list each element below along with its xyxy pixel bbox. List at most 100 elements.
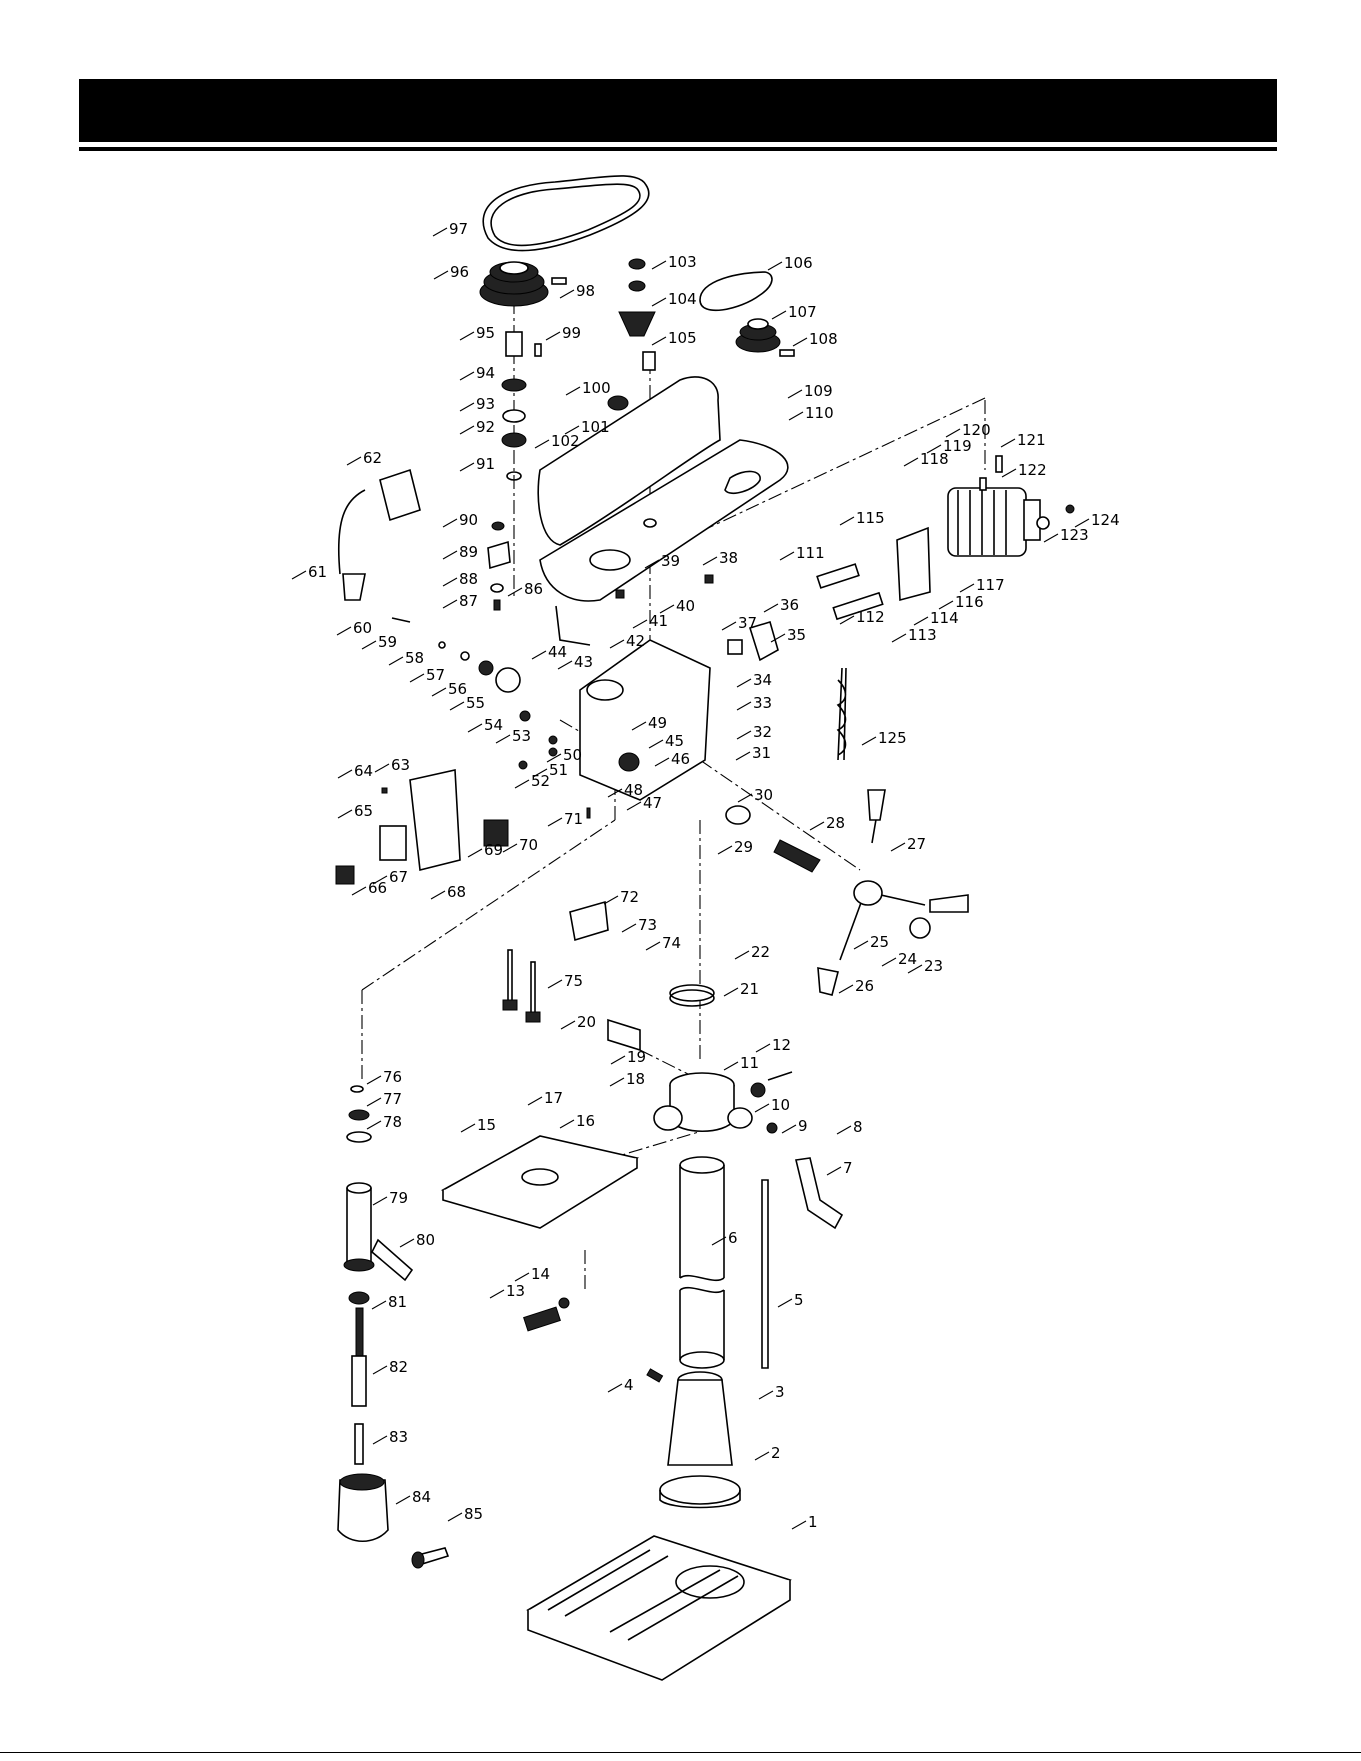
leader-line-49 bbox=[631, 721, 647, 731]
column-6 bbox=[679, 1156, 725, 1369]
part-label-107: 107 bbox=[788, 303, 817, 321]
leader-line-11 bbox=[723, 1061, 739, 1071]
leader-line-109 bbox=[787, 389, 803, 399]
leader-line-10 bbox=[754, 1103, 770, 1113]
part-label-29: 29 bbox=[734, 838, 753, 856]
leader-line-20 bbox=[560, 1020, 576, 1030]
leader-line-75 bbox=[547, 979, 563, 989]
belt-cover-86 bbox=[537, 376, 789, 602]
leader-line-32 bbox=[736, 730, 752, 740]
part-label-55: 55 bbox=[466, 694, 485, 712]
leader-line-24 bbox=[881, 957, 897, 967]
part-label-120: 120 bbox=[962, 421, 991, 439]
part-label-82: 82 bbox=[389, 1358, 408, 1376]
part-label-3: 3 bbox=[775, 1383, 785, 1401]
leader-line-89 bbox=[442, 550, 458, 560]
part-label-91: 91 bbox=[476, 455, 495, 473]
leader-line-76 bbox=[366, 1075, 382, 1085]
leader-line-25 bbox=[853, 940, 869, 950]
part-label-59: 59 bbox=[378, 633, 397, 651]
part-label-10: 10 bbox=[771, 1096, 790, 1114]
leader-line-22 bbox=[734, 950, 750, 960]
leader-line-79 bbox=[372, 1196, 388, 1206]
leader-line-61 bbox=[291, 570, 307, 580]
part-label-95: 95 bbox=[476, 324, 495, 342]
header-rule bbox=[79, 147, 1277, 151]
part-label-12: 12 bbox=[772, 1036, 791, 1054]
column-support-2 bbox=[659, 1371, 741, 1509]
part-label-38: 38 bbox=[719, 549, 738, 567]
leader-line-14 bbox=[514, 1272, 530, 1282]
drill-chuck-84 bbox=[337, 1473, 389, 1542]
leader-line-121 bbox=[1000, 438, 1016, 448]
leader-line-6 bbox=[711, 1236, 727, 1246]
part-label-63: 63 bbox=[391, 756, 410, 774]
part-label-32: 32 bbox=[753, 723, 772, 741]
leader-line-50 bbox=[546, 753, 562, 763]
leader-line-5 bbox=[777, 1298, 793, 1308]
leader-line-58 bbox=[388, 656, 404, 666]
leader-line-40 bbox=[659, 604, 675, 614]
part-label-52: 52 bbox=[531, 772, 550, 790]
leader-line-97 bbox=[432, 227, 448, 237]
part-label-49: 49 bbox=[648, 714, 667, 732]
leader-line-21 bbox=[723, 987, 739, 997]
part-label-16: 16 bbox=[576, 1112, 595, 1130]
leader-line-43 bbox=[557, 660, 573, 670]
leader-line-34 bbox=[736, 678, 752, 688]
part-label-77: 77 bbox=[383, 1090, 402, 1108]
leader-line-117 bbox=[959, 583, 975, 593]
part-label-74: 74 bbox=[662, 934, 681, 952]
part-label-48: 48 bbox=[624, 781, 643, 799]
part-label-44: 44 bbox=[548, 643, 567, 661]
leader-line-60 bbox=[336, 626, 352, 636]
switch-housing-63 bbox=[409, 769, 461, 871]
leader-line-114 bbox=[913, 616, 929, 626]
leader-line-111 bbox=[779, 551, 795, 561]
part-label-118: 118 bbox=[920, 450, 949, 468]
part-label-68: 68 bbox=[447, 883, 466, 901]
part-label-27: 27 bbox=[907, 835, 926, 853]
lamp-arm-61 bbox=[337, 489, 366, 575]
part-label-43: 43 bbox=[574, 653, 593, 671]
part-label-64: 64 bbox=[354, 762, 373, 780]
part-label-96: 96 bbox=[450, 263, 469, 281]
leader-line-42 bbox=[609, 639, 625, 649]
leader-line-116 bbox=[938, 600, 954, 610]
feed-handles-27 bbox=[817, 789, 969, 996]
part-label-60: 60 bbox=[353, 619, 372, 637]
leader-line-16 bbox=[559, 1119, 575, 1129]
part-label-104: 104 bbox=[668, 290, 697, 308]
leader-line-3 bbox=[758, 1390, 774, 1400]
leader-line-66 bbox=[351, 886, 367, 896]
leader-line-38 bbox=[702, 556, 718, 566]
part-label-1: 1 bbox=[808, 1513, 818, 1531]
leader-line-44 bbox=[531, 650, 547, 660]
part-label-112: 112 bbox=[856, 608, 885, 626]
leader-line-118 bbox=[903, 457, 919, 467]
part-label-84: 84 bbox=[412, 1488, 431, 1506]
part-label-45: 45 bbox=[665, 732, 684, 750]
footer-rule bbox=[0, 1752, 1361, 1753]
part-label-124: 124 bbox=[1091, 511, 1120, 529]
head-casting-40 bbox=[579, 639, 711, 801]
base-1 bbox=[526, 1535, 792, 1681]
leader-line-27 bbox=[890, 842, 906, 852]
leader-line-29 bbox=[717, 845, 733, 855]
leader-line-23 bbox=[907, 964, 923, 974]
part-label-79: 79 bbox=[389, 1189, 408, 1207]
leader-line-31 bbox=[735, 751, 751, 761]
leader-line-70 bbox=[502, 843, 518, 853]
leader-line-98 bbox=[559, 289, 575, 299]
motor-bracket-115 bbox=[896, 526, 931, 602]
leader-line-17 bbox=[527, 1096, 543, 1106]
part-label-23: 23 bbox=[924, 957, 943, 975]
leader-line-91 bbox=[459, 462, 475, 472]
part-label-67: 67 bbox=[389, 868, 408, 886]
leader-line-72 bbox=[603, 895, 619, 905]
part-label-21: 21 bbox=[740, 980, 759, 998]
leader-line-41 bbox=[632, 619, 648, 629]
leader-line-28 bbox=[809, 821, 825, 831]
part-label-31: 31 bbox=[752, 744, 771, 762]
leader-line-81 bbox=[371, 1300, 387, 1310]
